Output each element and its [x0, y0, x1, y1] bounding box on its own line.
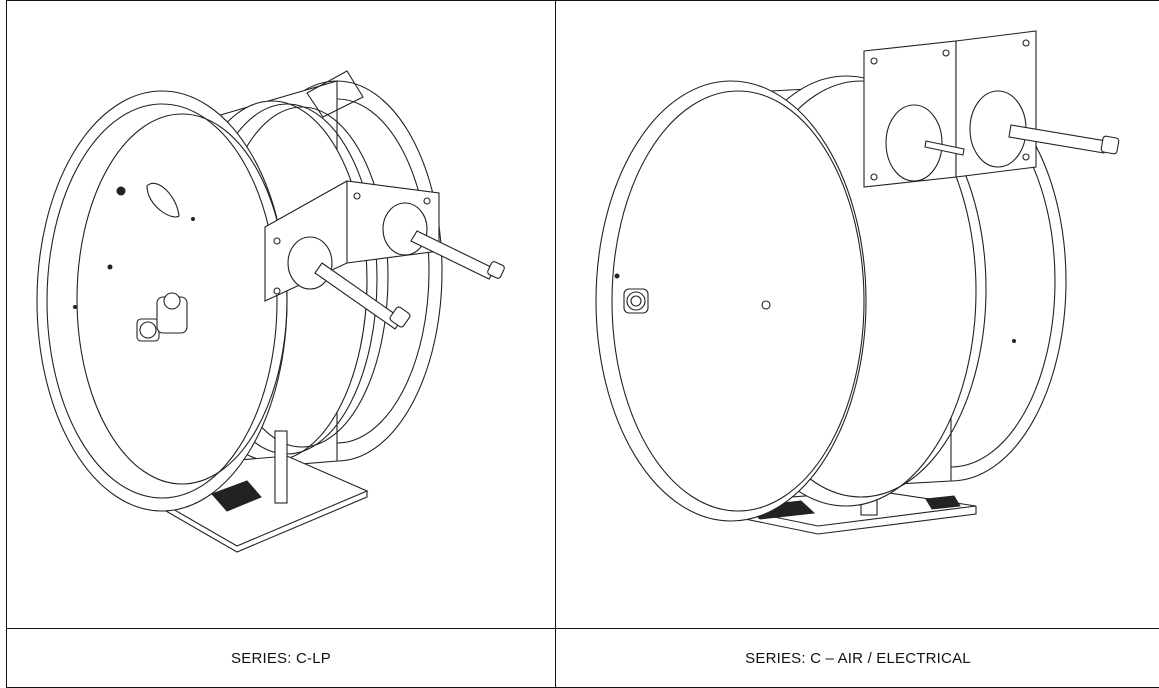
series-table: SERIES: C-LP SERIES: C – AIR / ELECTRICA…: [6, 0, 1159, 688]
caption-c-air-electrical: SERIES: C – AIR / ELECTRICAL: [556, 629, 1159, 688]
figure-cell-c-lp: [7, 1, 556, 629]
hose-reel-c-lp-drawing: [7, 1, 556, 628]
image-row: [7, 1, 1159, 629]
hose-reel-c-air-electrical-drawing: [556, 1, 1159, 628]
caption-c-lp: SERIES: C-LP: [7, 629, 556, 688]
outlet-air: [970, 91, 1119, 167]
inlet-fitting: [624, 289, 648, 313]
figure-cell-c-air-electrical: [556, 1, 1159, 629]
caption-row: SERIES: C-LP SERIES: C – AIR / ELECTRICA…: [7, 629, 1159, 688]
